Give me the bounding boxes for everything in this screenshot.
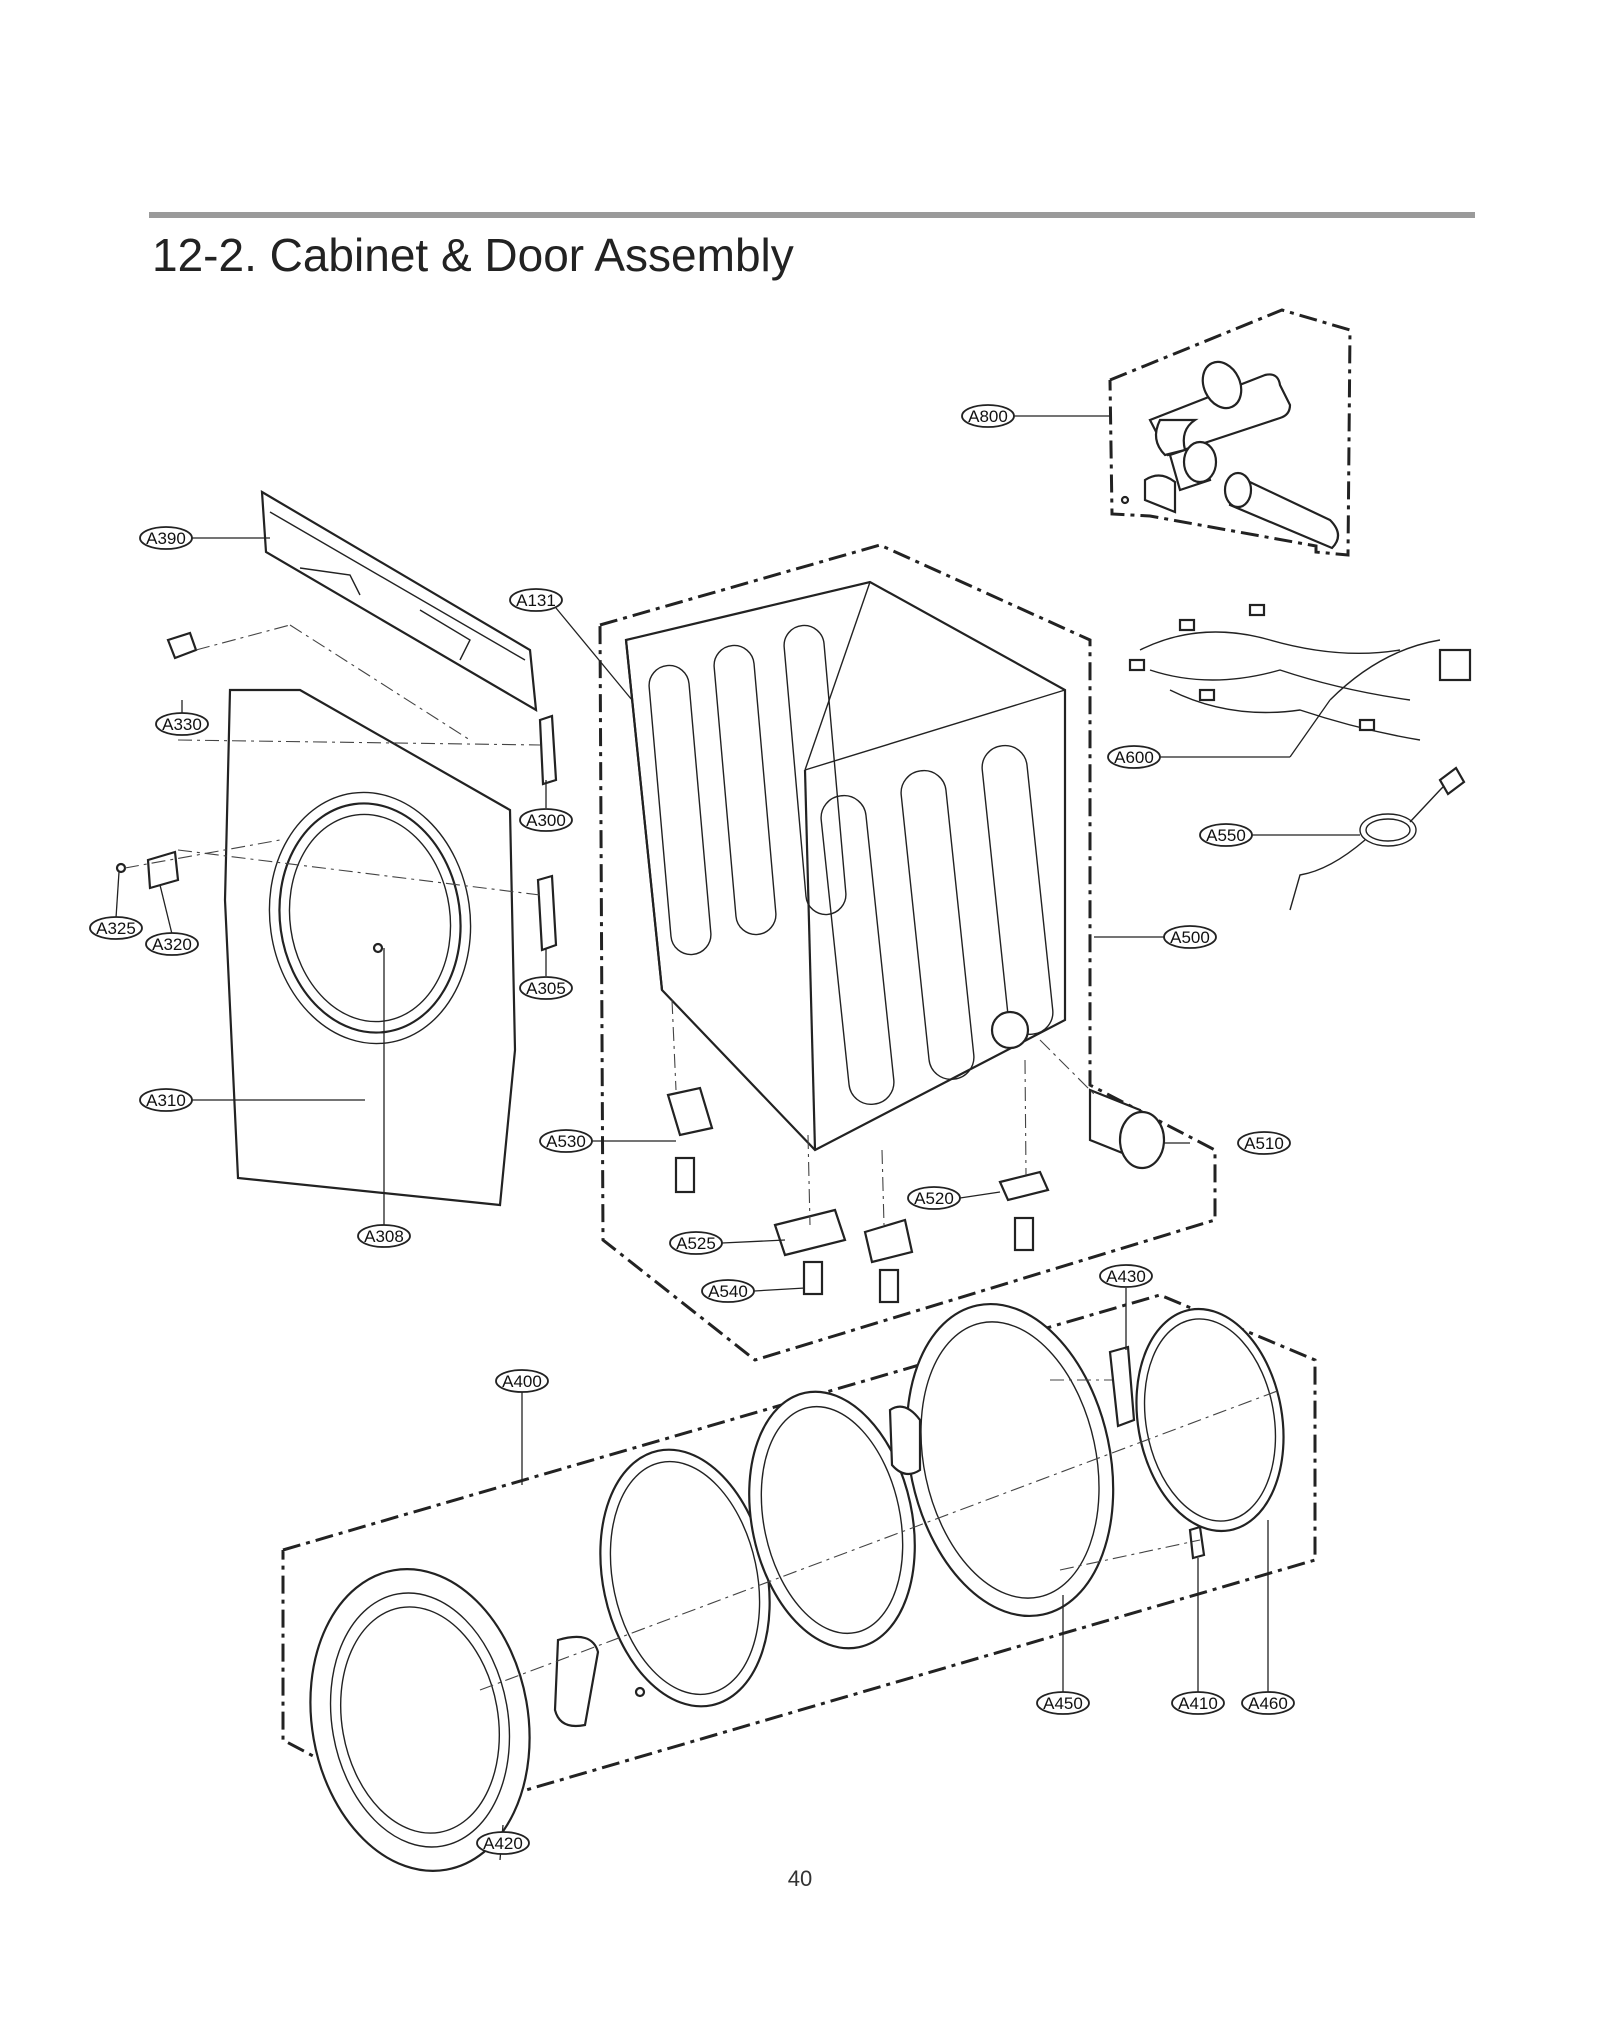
- svg-text:A430: A430: [1106, 1267, 1146, 1286]
- callout-A550: A550: [1199, 823, 1253, 847]
- front-panel-part: [223, 688, 517, 1207]
- svg-text:A530: A530: [546, 1132, 586, 1151]
- svg-text:A600: A600: [1114, 748, 1154, 767]
- wire-harness-part: [1128, 603, 1472, 741]
- svg-text:A305: A305: [526, 979, 566, 998]
- duct-group-boundary: [1108, 308, 1352, 557]
- callout-A540: A540: [701, 1279, 755, 1303]
- callout-A800: A800: [961, 404, 1015, 428]
- page-number: 40: [787, 1866, 813, 1891]
- callout-A305: A305: [519, 976, 573, 1000]
- svg-text:A390: A390: [146, 529, 186, 548]
- svg-text:A510: A510: [1244, 1134, 1284, 1153]
- leader-lines: [115, 415, 1360, 1861]
- svg-text:A550: A550: [1206, 826, 1246, 845]
- svg-text:A308: A308: [364, 1227, 404, 1246]
- callout-A320: A320: [145, 932, 199, 956]
- svg-text:A420: A420: [483, 1834, 523, 1853]
- callout-A131: A131: [509, 588, 563, 612]
- svg-text:A320: A320: [152, 935, 192, 954]
- top-rail-part: [260, 489, 538, 713]
- callout-A520: A520: [907, 1186, 961, 1210]
- callout-A410: A410: [1171, 1691, 1225, 1715]
- callout-A308: A308: [357, 1224, 411, 1248]
- svg-text:A520: A520: [914, 1189, 954, 1208]
- svg-text:A540: A540: [708, 1282, 748, 1301]
- callout-A430: A430: [1099, 1264, 1153, 1288]
- vent-part: [1039, 1039, 1166, 1170]
- callout-A450: A450: [1036, 1691, 1090, 1715]
- title-rule: [149, 212, 1475, 218]
- callout-A325: A325: [89, 916, 143, 940]
- door-parts: [309, 1302, 1285, 1872]
- callout-A390: A390: [139, 526, 193, 550]
- callout-A330: A330: [155, 712, 209, 736]
- cabinet-part: [624, 580, 1067, 1152]
- callout-A300: A300: [519, 808, 573, 832]
- svg-text:A325: A325: [96, 919, 136, 938]
- callout-A600: A600: [1107, 745, 1161, 769]
- callout-A530: A530: [539, 1129, 593, 1153]
- callout-A510: A510: [1237, 1131, 1291, 1155]
- svg-text:A330: A330: [162, 715, 202, 734]
- callout-A420: A420: [476, 1831, 530, 1855]
- power-cord-part: [1289, 766, 1466, 911]
- svg-text:A800: A800: [968, 407, 1008, 426]
- feet-parts: [666, 999, 1050, 1304]
- callout-A500: A500: [1163, 925, 1217, 949]
- duct-parts: [1120, 360, 1340, 550]
- svg-text:A525: A525: [676, 1234, 716, 1253]
- svg-text:A410: A410: [1178, 1694, 1218, 1713]
- callout-A310: A310: [139, 1088, 193, 1112]
- svg-text:A310: A310: [146, 1091, 186, 1110]
- callout-A460: A460: [1241, 1691, 1295, 1715]
- clip-part: [166, 624, 471, 741]
- bracket-parts: [115, 714, 558, 954]
- svg-text:A400: A400: [502, 1372, 542, 1391]
- callout-A525: A525: [669, 1231, 723, 1255]
- page-title: 12-2. Cabinet & Door Assembly: [152, 229, 794, 281]
- svg-text:A460: A460: [1248, 1694, 1288, 1713]
- svg-text:A500: A500: [1170, 928, 1210, 947]
- callout-A400: A400: [495, 1369, 549, 1393]
- svg-text:A131: A131: [516, 591, 556, 610]
- svg-text:A450: A450: [1043, 1694, 1083, 1713]
- svg-text:A300: A300: [526, 811, 566, 830]
